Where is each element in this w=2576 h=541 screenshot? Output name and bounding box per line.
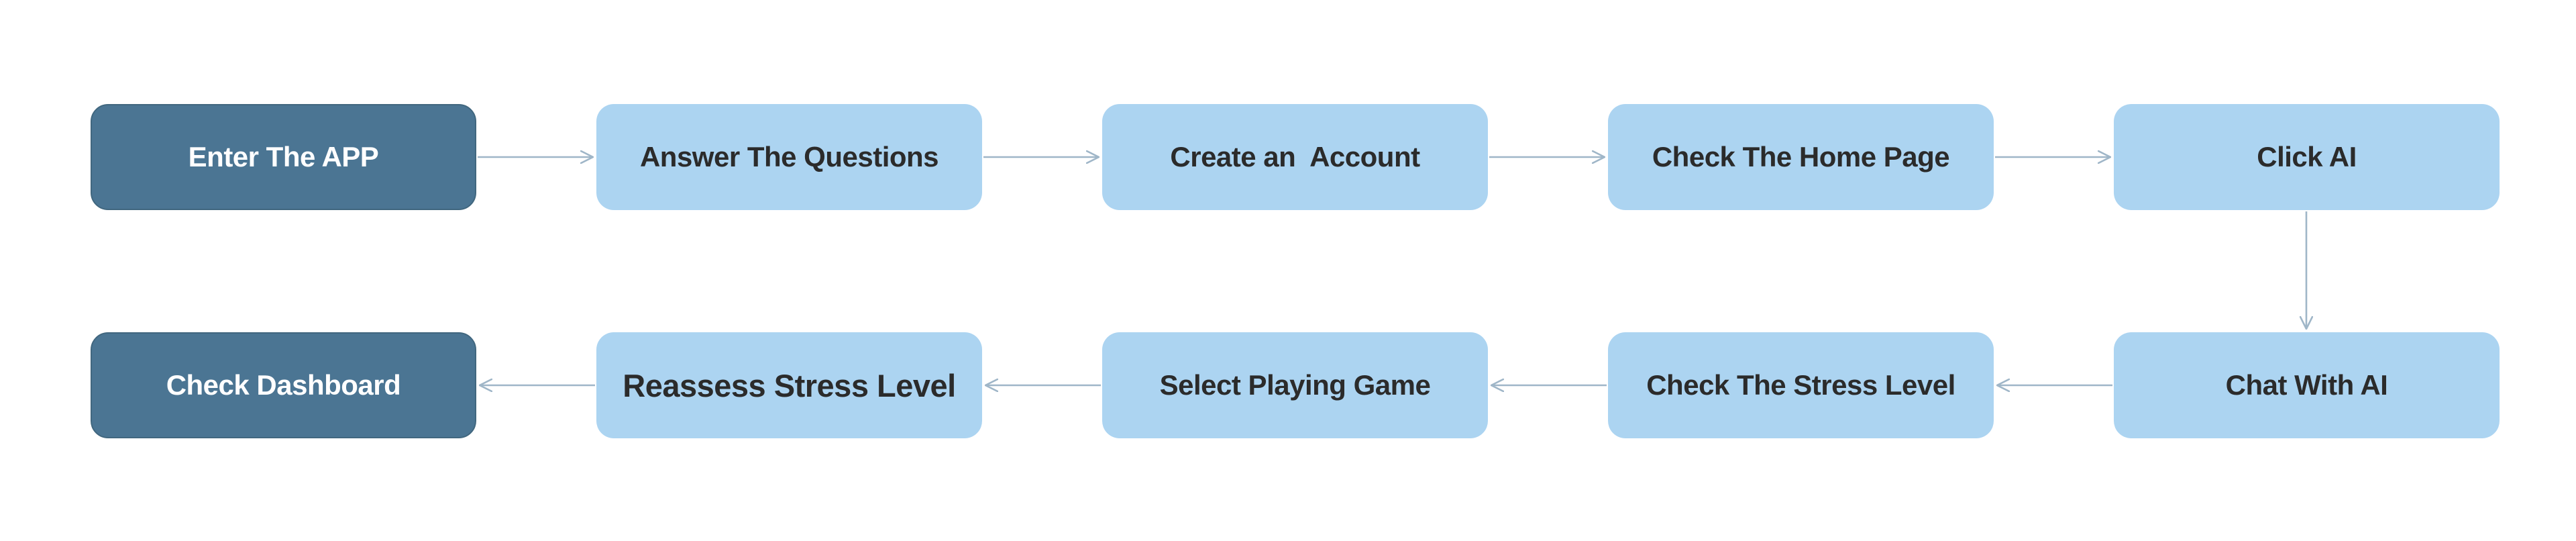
node-chat-with-ai: Chat With AI — [2114, 332, 2500, 438]
node-reassess-stress-level: Reassess Stress Level — [596, 332, 982, 438]
node-answer-the-questions: Answer The Questions — [596, 104, 982, 210]
node-select-playing-game: Select Playing Game — [1102, 332, 1488, 438]
node-check-dashboard: Check Dashboard — [91, 332, 476, 438]
node-enter-the-app: Enter The APP — [91, 104, 476, 210]
node-click-ai: Click AI — [2114, 104, 2500, 210]
node-create-an-account: Create an Account — [1102, 104, 1488, 210]
node-check-the-home-page: Check The Home Page — [1608, 104, 1994, 210]
node-check-the-stress-level: Check The Stress Level — [1608, 332, 1994, 438]
